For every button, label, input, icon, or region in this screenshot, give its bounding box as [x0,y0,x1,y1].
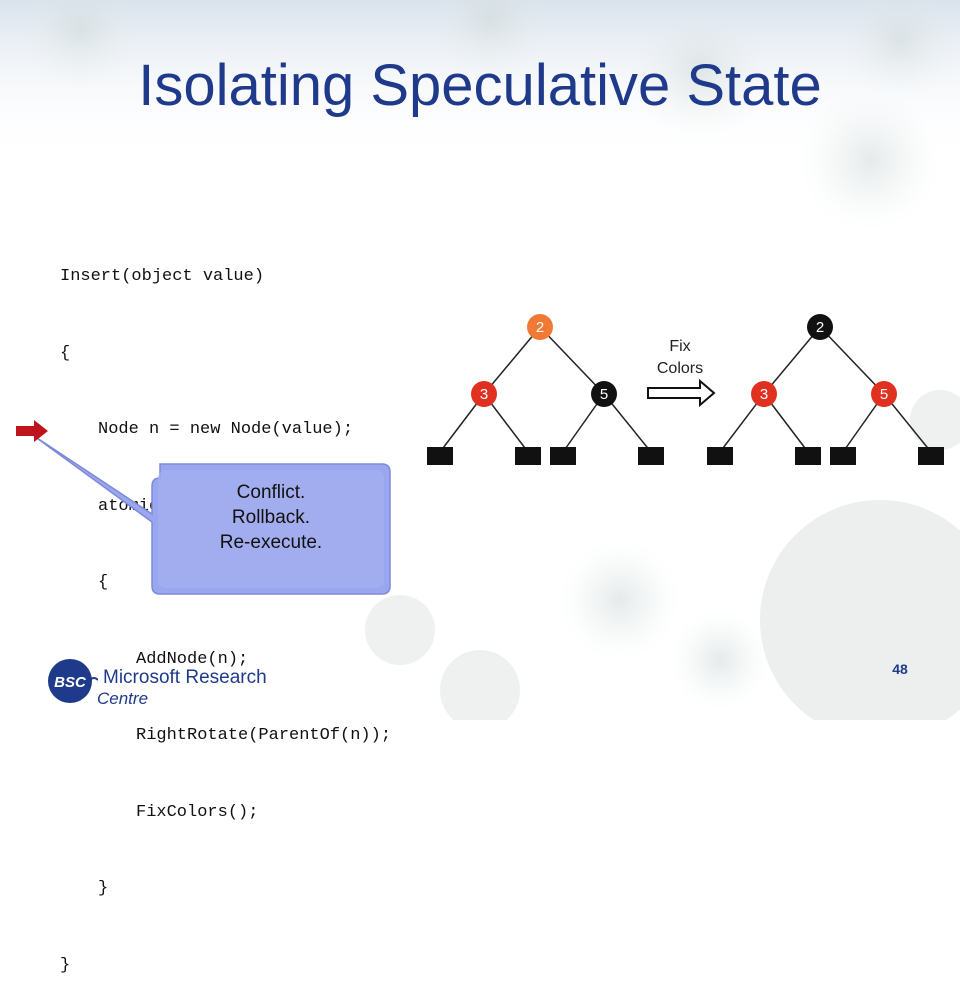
code-line: Insert(object value) [60,267,265,286]
leaf-node [795,447,821,465]
code-line: { [60,343,71,363]
bsc-logo-icon: BSC [48,659,98,703]
transition-label: Fix Colors [640,336,720,380]
before-root-node [527,314,553,340]
callout-bubble [33,435,391,595]
after-right-node [871,381,897,407]
before-right-label: 5 [600,386,608,403]
logo-text: Microsoft Research [103,667,267,688]
code-line: AddNode(n); [136,649,249,669]
slide-title: Isolating Speculative State [138,53,822,118]
leaf-node [918,447,944,465]
pointer-arrow-icon [16,420,48,442]
code-line: RightRotate(ParentOf(n)); [136,726,392,745]
before-right-node [591,381,617,407]
transition-arrow-icon [647,378,716,408]
leaf-node [550,447,576,465]
slide-background [0,0,960,720]
callout-text: Conflict. Rollback. Re-execute. [151,480,391,555]
leaf-node [427,447,453,465]
code-line: { [98,573,109,592]
code-line: } [60,955,71,975]
code-line: } [98,879,109,898]
leaf-nodes [427,447,944,465]
transition-label-line: Colors [656,360,704,377]
before-left-node [471,381,497,407]
leaf-node [707,447,733,465]
callout-line: Conflict. [236,482,306,503]
after-left-label: 3 [760,386,768,403]
after-left-node [751,381,777,407]
page-number: 48 [892,661,908,677]
code-line: FixColors(); [136,802,259,822]
after-root-node [807,314,833,340]
before-root-label: 2 [536,319,544,336]
code-line: Node n = new Node(value); [98,420,354,439]
right-tree-edges [719,326,932,453]
logo-badge-text: BSC [54,674,87,691]
leaf-node [515,447,541,465]
callout-line: Re-execute. [219,532,323,553]
after-root-label: 2 [816,319,824,336]
left-tree-edges [439,326,652,453]
logo-text: Centre [97,689,149,708]
diagram-canvas: 2 3 5 2 3 5 [16,314,944,595]
before-left-label: 3 [480,386,488,403]
leaf-node [638,447,664,465]
after-right-label: 5 [880,386,888,403]
transition-label-line: Fix [669,338,691,355]
callout-line: Rollback. [231,507,311,528]
leaf-node [830,447,856,465]
